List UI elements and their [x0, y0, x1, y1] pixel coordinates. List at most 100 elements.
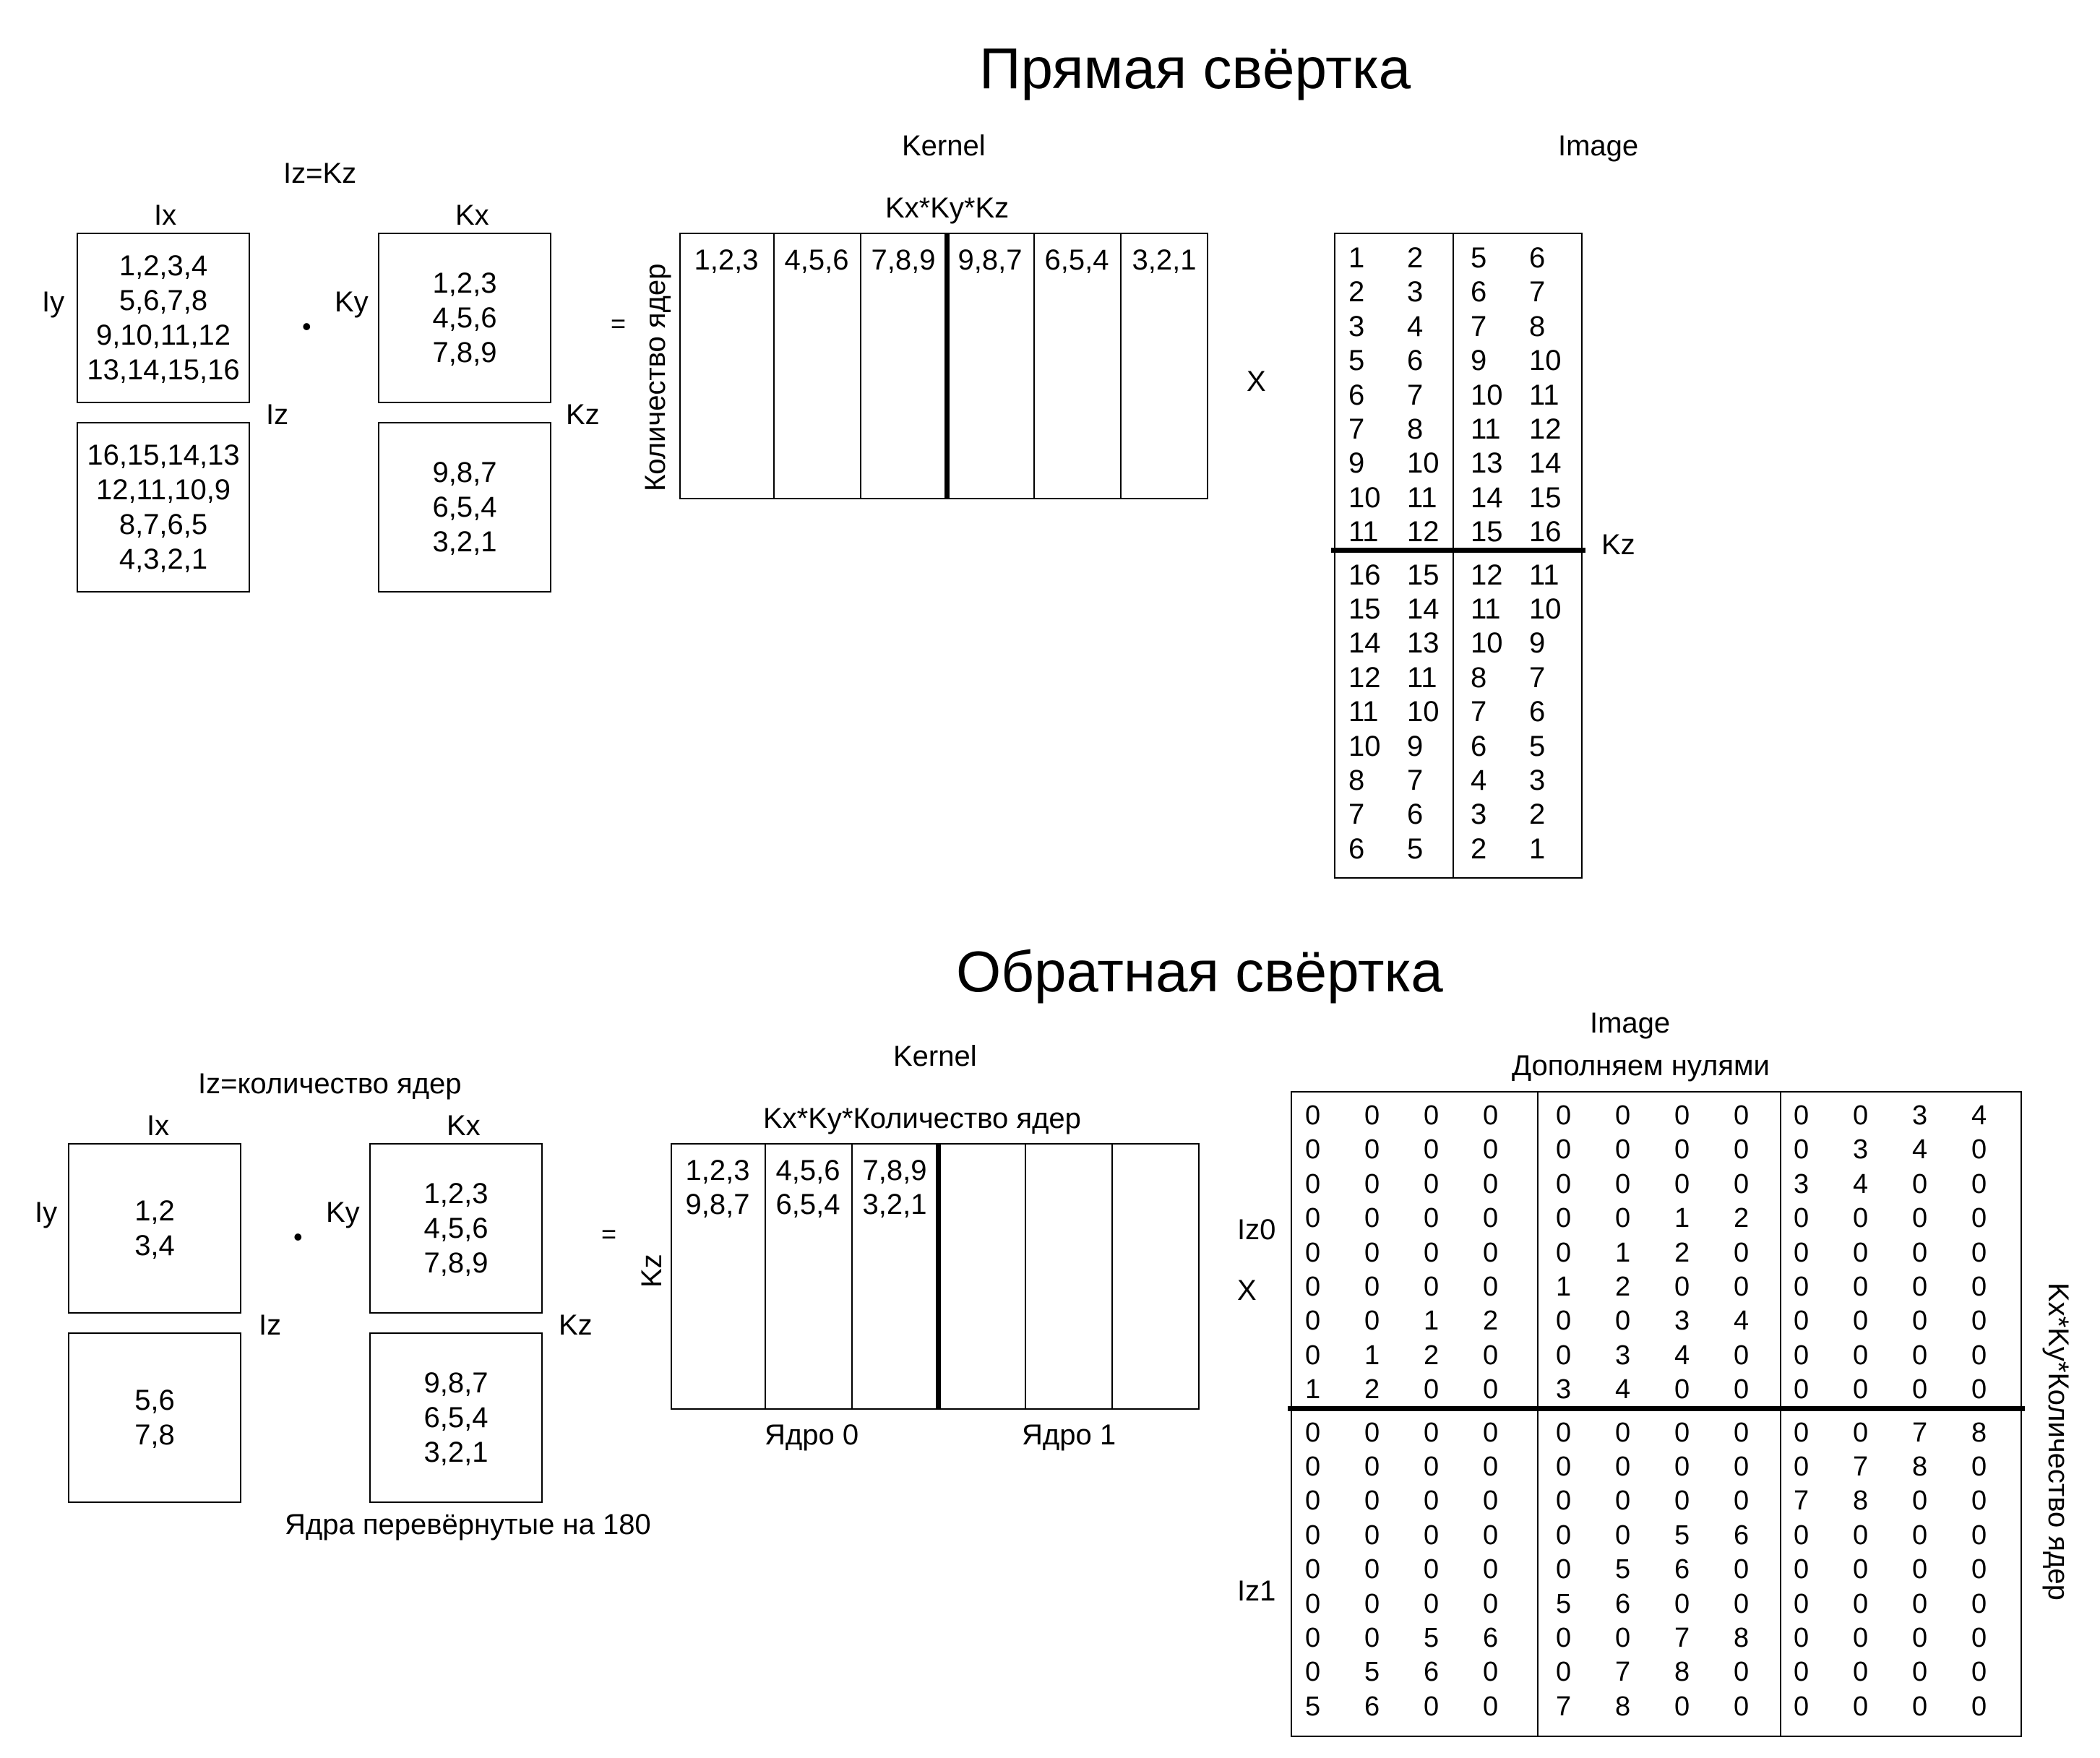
- forward-image-cell: 10: [1407, 696, 1440, 728]
- forward-image-cell: 8: [1471, 661, 1487, 694]
- backward-image-cell: 0: [1674, 1374, 1690, 1405]
- backward-image-cell: 0: [1364, 1306, 1380, 1337]
- backward-image-cell: 0: [1364, 1623, 1380, 1653]
- backward-image-cell: 1: [1424, 1306, 1440, 1337]
- backward-image-cell: 0: [1794, 1691, 1809, 1722]
- forward-kernel-core-separator: [944, 233, 950, 499]
- backward-kernel-dims: Kx*Ky*Количество ядер: [763, 1103, 1081, 1134]
- backward-image-iz-separator: [1288, 1406, 2025, 1411]
- backward-image-cell: 0: [1424, 1691, 1440, 1722]
- backward-iz0-label: Iz0: [1237, 1214, 1276, 1246]
- forward-image-cell: 10: [1407, 447, 1440, 480]
- backward-image-cell: 0: [1615, 1306, 1631, 1337]
- forward-title: Прямая свёртка: [979, 36, 1411, 100]
- backward-image-cell: 0: [1364, 1520, 1380, 1551]
- backward-image-cell: 0: [1853, 1306, 1869, 1337]
- backward-image-cell: 0: [1794, 1554, 1809, 1585]
- forward-kernel-rows-label: Количество ядер: [640, 263, 671, 491]
- backward-image-cell: 0: [1912, 1623, 1928, 1653]
- forward-image-cell: 15: [1348, 593, 1381, 625]
- forward-image-cell: 11: [1407, 661, 1437, 694]
- backward-image-cell: 0: [1971, 1203, 1987, 1234]
- backward-image-cell: 0: [1615, 1100, 1631, 1131]
- backward-image-cell: 1: [1364, 1340, 1380, 1371]
- backward-image-cell: 0: [1912, 1203, 1928, 1234]
- backward-image-cell: 0: [1912, 1554, 1928, 1585]
- backward-image-cell: 0: [1483, 1134, 1499, 1165]
- backward-image-cell: 0: [1305, 1168, 1321, 1199]
- backward-image-cell: 0: [1364, 1588, 1380, 1619]
- forward-image-cell: 7: [1348, 413, 1365, 445]
- backward-image-cell: 0: [1734, 1417, 1750, 1448]
- forward-kernel-cell: 4,5,6: [784, 244, 849, 276]
- backward-kernel-cell: 9,8,7: [685, 1189, 750, 1220]
- backward-image-cell: 0: [1853, 1100, 1869, 1131]
- backward-image-cell: 0: [1853, 1554, 1869, 1585]
- backward-image-cell: 0: [1971, 1486, 1987, 1517]
- backward-image-cell: 5: [1674, 1520, 1690, 1551]
- backward-image-cell: 0: [1424, 1588, 1440, 1619]
- backward-image-cell: 0: [1734, 1554, 1750, 1585]
- backward-image-cell: 0: [1734, 1134, 1750, 1165]
- backward-image-cell: 3: [1853, 1134, 1869, 1165]
- backward-image-cell: 7: [1853, 1452, 1869, 1482]
- backward-image-cell: 0: [1424, 1203, 1440, 1234]
- backward-image-cell: 0: [1794, 1340, 1809, 1371]
- backward-image-cell: 0: [1794, 1520, 1809, 1551]
- backward-image-cell: 0: [1364, 1203, 1380, 1234]
- backward-image-label: Image: [1590, 1007, 1671, 1039]
- backward-image-cell: 1: [1556, 1272, 1572, 1302]
- backward-image-cell: 0: [1364, 1237, 1380, 1268]
- backward-image-cell: 7: [1912, 1417, 1928, 1448]
- backward-image-cell: 0: [1424, 1452, 1440, 1482]
- backward-image-cell: 7: [1615, 1657, 1631, 1688]
- backward-image-cell: 0: [1734, 1237, 1750, 1268]
- backward-padding-note: Дополняем нулями: [1512, 1050, 1770, 1082]
- forward-image-cell: 16: [1529, 516, 1562, 548]
- backward-image-cell: 0: [1305, 1340, 1321, 1371]
- backward-image-cell: 6: [1734, 1520, 1750, 1551]
- backward-image-cell: 0: [1853, 1691, 1869, 1722]
- forward-image-cell: 5: [1407, 832, 1424, 865]
- backward-image-cell: 0: [1971, 1374, 1987, 1405]
- backward-image-cell: 8: [1615, 1691, 1631, 1722]
- backward-image-cell: 0: [1556, 1417, 1572, 1448]
- backward-image-matrix-divider-1: [1537, 1091, 1539, 1737]
- forward-kernel-column-divider: [860, 233, 861, 499]
- backward-image-cell: 0: [1305, 1588, 1321, 1619]
- backward-image-cell: 0: [1971, 1134, 1987, 1165]
- forward-image-cell: 10: [1529, 593, 1562, 625]
- forward-image-kz-separator: [1331, 548, 1585, 553]
- backward-image-cell: 0: [1794, 1417, 1809, 1448]
- backward-image-cell: 0: [1794, 1588, 1809, 1619]
- forward-kernel-cell: 7,8,9: [871, 244, 936, 276]
- forward-ix-label: Ix: [154, 199, 177, 231]
- forward-image-cell: 5: [1471, 242, 1487, 274]
- forward-image-cell: 8: [1529, 310, 1546, 342]
- backward-image-cell: 5: [1615, 1554, 1631, 1585]
- backward-iz-eq: Iz=количество ядер: [198, 1068, 462, 1100]
- backward-image-cell: 0: [1734, 1588, 1750, 1619]
- backward-image-cell: 0: [1305, 1486, 1321, 1517]
- forward-image-cell: 3: [1471, 798, 1487, 831]
- backward-iz-label: Iz: [259, 1309, 282, 1341]
- backward-image-cell: 0: [1483, 1486, 1499, 1517]
- forward-image-cell: 11: [1407, 481, 1437, 514]
- backward-image-cell: 0: [1912, 1306, 1928, 1337]
- forward-image-cell: 14: [1407, 593, 1440, 625]
- forward-image-cell: 11: [1348, 516, 1379, 548]
- backward-image-cell: 0: [1971, 1306, 1987, 1337]
- forward-times: X: [1247, 366, 1266, 397]
- forward-image-cell: 10: [1471, 627, 1503, 660]
- backward-image-cell: 0: [1556, 1623, 1572, 1653]
- forward-image-cell: 6: [1348, 832, 1365, 865]
- backward-image-cell: 0: [1853, 1417, 1869, 1448]
- backward-image-cell: 0: [1305, 1520, 1321, 1551]
- backward-equals: =: [601, 1219, 617, 1249]
- backward-image-cell: 0: [1364, 1417, 1380, 1448]
- backward-kernel-label: Kernel: [893, 1040, 977, 1072]
- backward-image-cell: 0: [1556, 1340, 1572, 1371]
- forward-image-cell: 10: [1471, 379, 1503, 411]
- backward-image-cell: 0: [1556, 1452, 1572, 1482]
- backward-image-cell: 0: [1853, 1340, 1869, 1371]
